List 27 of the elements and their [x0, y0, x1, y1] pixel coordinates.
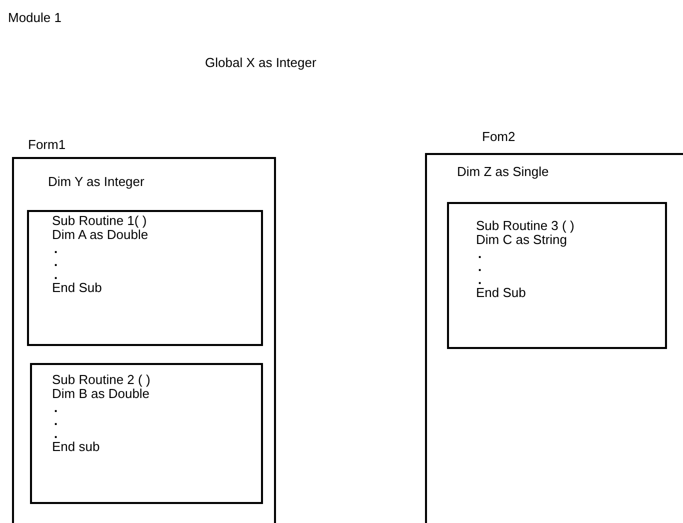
code-line: End Sub: [52, 281, 103, 295]
ellipsis-dot: .: [53, 414, 59, 427]
code-line: End sub: [52, 440, 101, 454]
code-line: Sub Routine 1( ): [52, 214, 148, 228]
module-title: Module 1: [8, 10, 62, 25]
subroutine-box: [27, 210, 263, 346]
code-line: Dim Z as Single: [457, 164, 549, 179]
code-line: Dim Y as Integer: [48, 174, 144, 189]
ellipsis-dot: .: [477, 273, 483, 286]
subroutine-box: [30, 363, 263, 504]
ellipsis-dot: .: [53, 255, 59, 268]
code-line: Dim B as Double: [52, 387, 151, 401]
ellipsis-dot: .: [53, 268, 59, 281]
ellipsis-dot: .: [477, 247, 483, 260]
form-name: Form1: [28, 137, 66, 152]
code-line: Sub Routine 3 ( ): [476, 219, 576, 233]
ellipsis-dot: .: [53, 401, 59, 414]
code-line: End Sub: [476, 286, 527, 300]
code-line: Dim A as Double: [52, 228, 150, 242]
code-line: Sub Routine 2 ( ): [52, 373, 152, 387]
form-name: Fom2: [482, 129, 516, 144]
ellipsis-dot: .: [53, 427, 59, 440]
subroutine-box: [447, 202, 667, 349]
global-declaration: Global X as Integer: [205, 55, 316, 70]
code-line: Dim C as String: [476, 233, 568, 247]
ellipsis-dot: .: [477, 260, 483, 273]
ellipsis-dot: .: [53, 242, 59, 255]
